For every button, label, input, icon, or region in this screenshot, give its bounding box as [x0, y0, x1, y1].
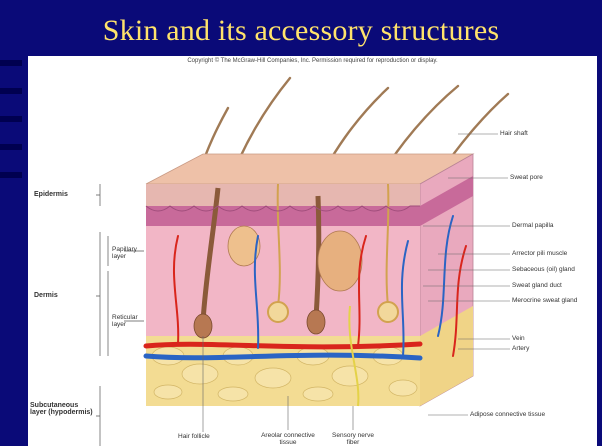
label-vein: Vein: [512, 335, 525, 342]
label-areolar-tissue: Areolar connective tissue: [260, 432, 316, 446]
label-sweat-gland-duct: Sweat gland duct: [512, 282, 562, 289]
label-artery: Artery: [512, 345, 529, 352]
label-epidermis: Epidermis: [34, 191, 94, 198]
label-papillary-layer: Papillary layer: [112, 246, 148, 260]
decor-stripe: [0, 60, 22, 66]
slide-title: Skin and its accessory structures: [0, 14, 602, 48]
decor-stripe: [0, 144, 22, 150]
label-dermal-papilla: Dermal papilla: [512, 222, 554, 229]
label-dermis: Dermis: [34, 292, 94, 299]
basal-layer: [146, 206, 420, 226]
label-hair-shaft: Hair shaft: [500, 130, 528, 137]
epidermis-layer: [146, 184, 420, 206]
decor-stripe: [0, 172, 22, 178]
decor-stripe: [0, 116, 22, 122]
label-subcutaneous: Subcutaneous layer (hypodermis): [30, 402, 96, 416]
label-adipose-tissue: Adipose connective tissue: [470, 411, 545, 418]
decor-stripe: [0, 88, 22, 94]
skin-surface: [146, 154, 473, 184]
label-merocrine-gland: Merocrine sweat gland: [512, 297, 577, 304]
label-arrector-pili: Arrector pili muscle: [512, 250, 567, 257]
label-hair-follicle: Hair follicle: [178, 433, 210, 440]
diagram-panel: Copyright © The McGraw-Hill Companies, I…: [28, 56, 597, 446]
label-sensory-nerve: Sensory nerve fiber: [328, 432, 378, 446]
label-sebaceous-gland: Sebaceous (oil) gland: [512, 266, 575, 273]
label-reticular-layer: Reticular layer: [112, 314, 148, 328]
label-sweat-pore: Sweat pore: [510, 174, 543, 181]
